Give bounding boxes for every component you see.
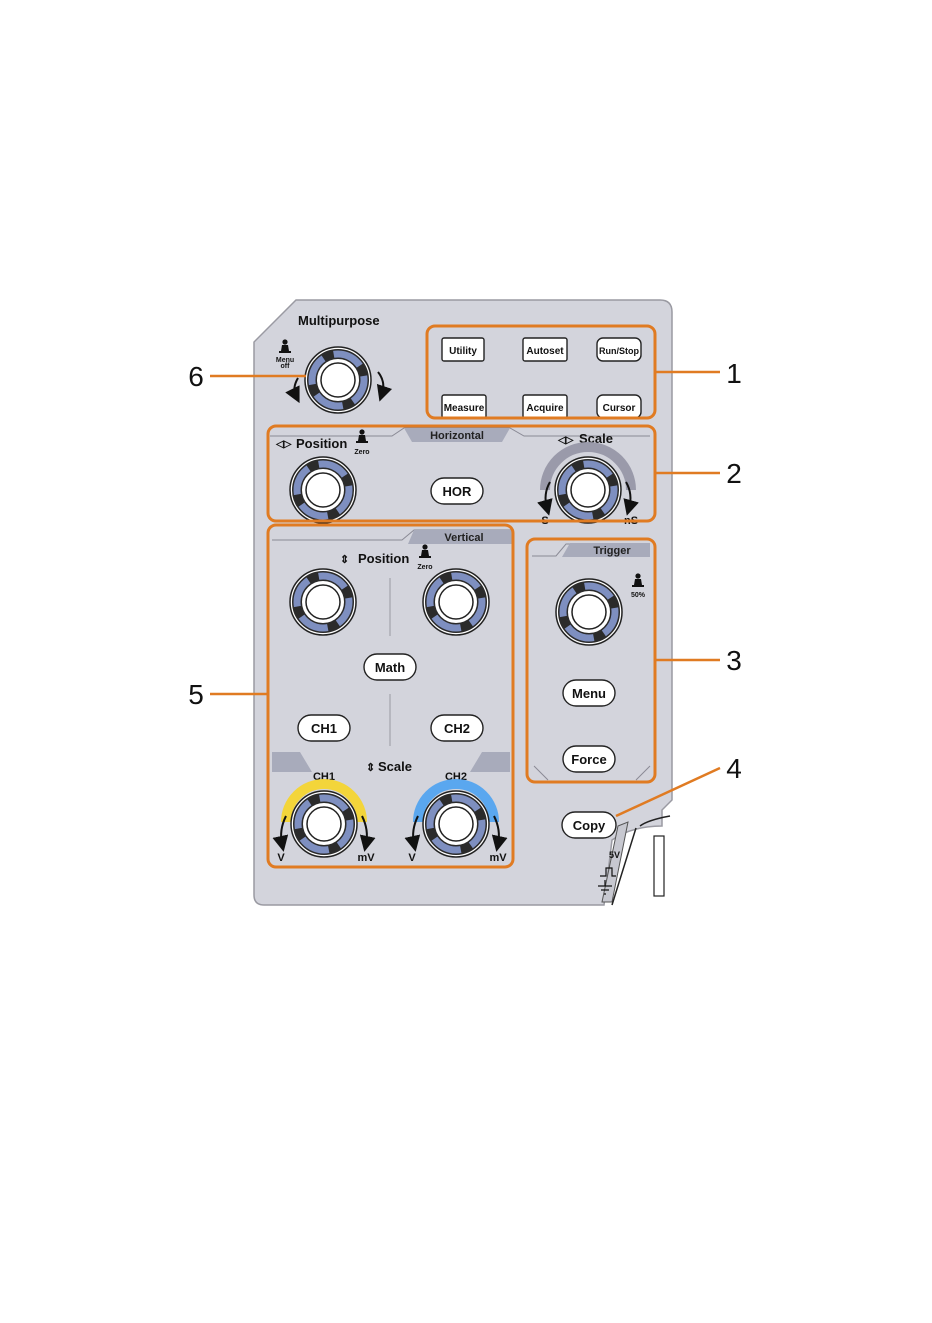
utility-button[interactable]: Utility <box>442 338 484 361</box>
run-stop-label: Run/Stop <box>599 346 639 356</box>
math-button[interactable]: Math <box>364 654 416 680</box>
run-stop-button[interactable]: Run/Stop <box>597 338 641 361</box>
cursor-label: Cursor <box>603 403 636 414</box>
horizontal-zero-hint: Zero <box>354 449 369 456</box>
horizontal-position-label: Position <box>296 436 347 451</box>
position-arrows-icon: ◁▷ <box>557 435 575 446</box>
force-label: Force <box>571 752 606 767</box>
callout-number-6: 6 <box>188 361 204 392</box>
vertical-position-label: Position <box>358 551 409 566</box>
position-arrows-icon: ⇕ <box>340 554 349 566</box>
acquire-button[interactable]: Acquire <box>523 395 567 418</box>
copy-label: Copy <box>573 818 606 833</box>
autoset-button[interactable]: Autoset <box>523 338 567 361</box>
horizontal-tab-label: Horizontal <box>430 430 484 442</box>
ch2-v-label: V <box>408 852 416 864</box>
position-arrows-icon: ◁▷ <box>275 439 293 450</box>
horizontal-scale-knob[interactable] <box>555 457 621 523</box>
ch1-button[interactable]: CH1 <box>298 715 350 741</box>
callout-number-5: 5 <box>188 679 204 710</box>
vertical-zero-hint: Zero <box>417 564 432 571</box>
bnc-slot <box>654 836 664 896</box>
ch1-mv-label: mV <box>357 852 375 864</box>
trigger-50-hint: 50% <box>631 592 646 599</box>
math-label: Math <box>375 660 405 675</box>
trigger-level-knob[interactable] <box>556 579 622 645</box>
multipurpose-title: Multipurpose <box>298 313 380 328</box>
hor-label: HOR <box>443 484 473 499</box>
utility-label: Utility <box>449 346 477 357</box>
ch1-scale-knob[interactable] <box>291 791 357 857</box>
ch2-scale-knob[interactable] <box>423 791 489 857</box>
position-arrows-icon: ⇕ <box>366 762 375 774</box>
ch2-mv-label: mV <box>489 852 507 864</box>
trigger-tab-label: Trigger <box>593 545 631 557</box>
measure-button[interactable]: Measure <box>442 395 486 418</box>
vertical-tab-label: Vertical <box>444 532 483 544</box>
ch2-button-label: CH2 <box>444 721 470 736</box>
ch1-button-label: CH1 <box>311 721 337 736</box>
callout-number-2: 2 <box>726 458 742 489</box>
callout-number-3: 3 <box>726 645 742 676</box>
multipurpose-knob[interactable] <box>305 347 371 413</box>
ch2-position-knob[interactable] <box>423 569 489 635</box>
ch1-position-knob[interactable] <box>290 569 356 635</box>
probe-5v-label: 5V <box>609 850 620 860</box>
acquire-label: Acquire <box>526 403 564 414</box>
cursor-button[interactable]: Cursor <box>597 395 641 418</box>
horizontal-position-knob[interactable] <box>290 457 356 523</box>
autoset-label: Autoset <box>526 346 564 357</box>
measure-label: Measure <box>444 403 485 414</box>
copy-button[interactable]: Copy <box>562 812 616 838</box>
callout-number-1: 1 <box>726 358 742 389</box>
trigger-menu-label: Menu <box>572 686 606 701</box>
ch1-v-label: V <box>277 852 285 864</box>
ch2-button[interactable]: CH2 <box>431 715 483 741</box>
callout-number-4: 4 <box>726 753 742 784</box>
hor-button[interactable]: HOR <box>431 478 483 504</box>
trigger-menu-button[interactable]: Menu <box>563 680 615 706</box>
menu-off-hint-2: off <box>281 363 291 370</box>
force-button[interactable]: Force <box>563 746 615 772</box>
vertical-scale-label: Scale <box>378 759 412 774</box>
